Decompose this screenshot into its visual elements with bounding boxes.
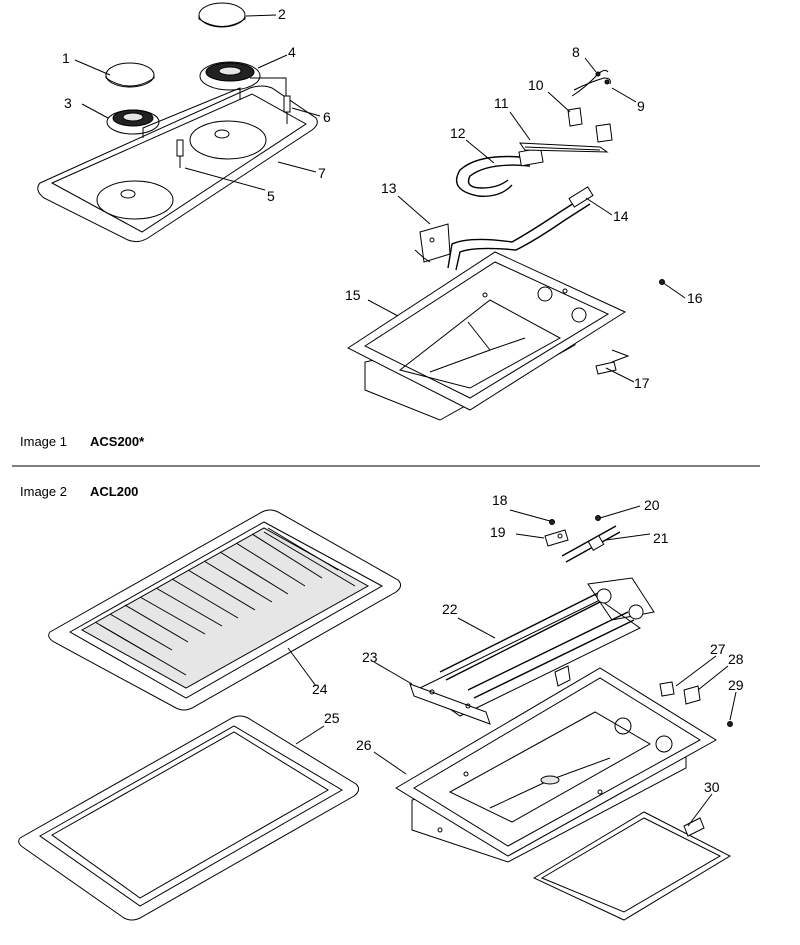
- callout-20: 20: [644, 497, 660, 513]
- mounting-rail: [518, 142, 609, 153]
- screw-18: [549, 519, 555, 525]
- caption-1-model: ACS200*: [90, 434, 145, 449]
- callout-4: 4: [288, 44, 296, 60]
- grate-bars: [94, 527, 356, 676]
- burner-large: [199, 61, 261, 91]
- gas-tube-21: [561, 525, 621, 563]
- callout-12: 12: [450, 125, 466, 141]
- callout-3: 3: [64, 95, 72, 111]
- callout-14: 14: [613, 208, 629, 224]
- caption-1-label: Image 1: [20, 434, 67, 449]
- drip-tray: [18, 715, 360, 921]
- clip-28: [683, 685, 701, 705]
- callout-22: 22: [442, 601, 458, 617]
- igniter-clips: [567, 107, 613, 143]
- fitting-27: [659, 681, 675, 697]
- burner-cap-large: [198, 2, 246, 28]
- clip-17: [595, 349, 630, 375]
- burner-cap-small: [105, 62, 155, 88]
- callout-15: 15: [345, 287, 361, 303]
- leader-lines-2: [287, 505, 737, 827]
- grill-burner-assembly: [419, 577, 655, 717]
- callout-10: 10: [528, 77, 544, 93]
- callout-17: 17: [634, 375, 650, 391]
- callout-labels: 1 2 3 4 5 6 7 8 9 10 11 12 13 14 15 16 1…: [62, 6, 744, 795]
- igniter-left: [176, 139, 184, 168]
- callout-29: 29: [728, 677, 744, 693]
- callout-6: 6: [323, 109, 331, 125]
- callout-25: 25: [324, 710, 340, 726]
- callout-28: 28: [728, 651, 744, 667]
- callout-8: 8: [572, 44, 580, 60]
- callout-16: 16: [687, 290, 703, 306]
- burner-small: [106, 109, 160, 135]
- callout-21: 21: [653, 530, 669, 546]
- callout-5: 5: [267, 188, 275, 204]
- gas-tube-12: [455, 147, 544, 197]
- caption-image-1: Image 1 ACS200*: [20, 434, 145, 449]
- callout-24: 24: [312, 681, 328, 697]
- cooktop-plate: [37, 85, 318, 243]
- assembly-lines-1: [142, 77, 287, 138]
- igniter-right: [283, 95, 291, 124]
- wire-harness: [571, 69, 611, 97]
- callout-30: 30: [704, 779, 720, 795]
- callout-1: 1: [62, 50, 70, 66]
- screw-20: [595, 515, 601, 521]
- side-rail: [409, 683, 491, 725]
- burner-box-2: [395, 667, 717, 863]
- screw-29: [727, 721, 733, 727]
- callout-13: 13: [381, 180, 397, 196]
- callout-26: 26: [356, 737, 372, 753]
- callout-23: 23: [362, 649, 378, 665]
- burner-box-1: [347, 251, 627, 421]
- callout-19: 19: [490, 524, 506, 540]
- gas-tube-14: [447, 186, 594, 271]
- grill-grate: [48, 509, 402, 711]
- callout-11: 11: [494, 95, 509, 111]
- callout-18: 18: [492, 492, 508, 508]
- leader-lines-1: [74, 14, 686, 383]
- valve-bracket: [414, 223, 451, 263]
- caption-image-2: Image 2 ACL200: [20, 484, 138, 499]
- caption-2-label: Image 2: [20, 484, 67, 499]
- callout-9: 9: [637, 98, 645, 114]
- callout-27: 27: [710, 641, 726, 657]
- caption-2-model: ACL200: [90, 484, 138, 499]
- bracket-19: [544, 529, 569, 547]
- lower-cover: [532, 811, 732, 921]
- callout-2: 2: [278, 6, 286, 22]
- callout-7: 7: [318, 165, 326, 181]
